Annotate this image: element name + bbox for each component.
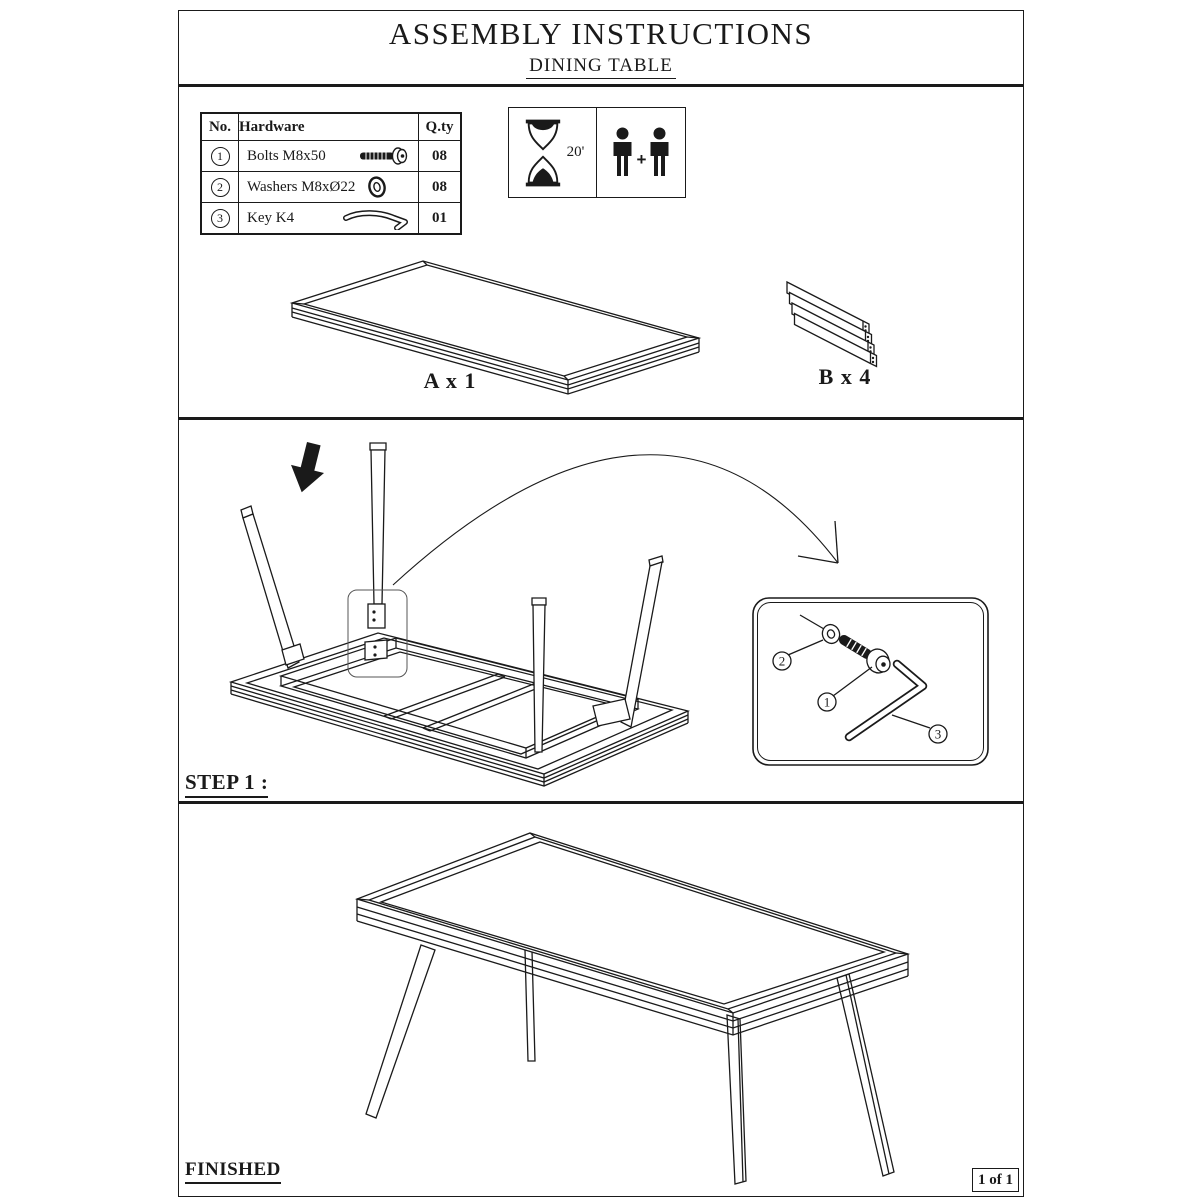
hardware-name: Key K4 — [247, 210, 295, 226]
bolt-icon — [360, 147, 408, 165]
two-person-box: + — [596, 107, 687, 198]
step1-diagram: 2 1 3 — [228, 442, 989, 787]
assembly-time-label: 20' — [566, 144, 585, 160]
info-boxes: 20' + — [508, 107, 687, 198]
callout-label-washer: 2 — [772, 639, 824, 671]
col-header-hardware: Hardware — [238, 112, 419, 141]
part-b-label: B x 4 — [818, 364, 872, 389]
washer-icon — [821, 623, 841, 645]
hardware-qty: 08 — [418, 140, 462, 172]
detail-callout-box: 2 1 3 — [752, 597, 989, 766]
svg-text:2: 2 — [779, 654, 786, 669]
guide-arc-arrow — [392, 454, 839, 586]
allen-key-icon — [844, 659, 928, 742]
time-estimate-box: 20' — [508, 107, 598, 198]
hardware-name: Washers M8xØ22 — [247, 179, 356, 195]
person-icon — [613, 127, 632, 176]
hardware-qty: 01 — [418, 202, 462, 235]
allen-key-icon — [343, 210, 408, 230]
corner-bracket — [364, 639, 388, 661]
down-arrow-icon — [291, 442, 325, 493]
hardware-table-header-row: No. Hardware Q.ty — [200, 112, 462, 141]
person-icon — [650, 127, 669, 176]
part-a-label: A x 1 — [423, 368, 477, 393]
bolt-icon — [839, 635, 891, 674]
col-header-no: No. — [200, 112, 239, 141]
plus-label: + — [636, 149, 647, 169]
finished-label: FINISHED — [185, 1159, 281, 1184]
page-subtitle-wrap: DINING TABLE — [178, 55, 1024, 79]
hardware-row-washers: 2 Washers M8xØ22 08 — [200, 171, 462, 203]
hardware-qty: 08 — [418, 171, 462, 203]
hardware-table: No. Hardware Q.ty 1 Bolts M8x50 — [200, 112, 462, 235]
circled-number-1: 1 — [210, 146, 230, 166]
leg-attached-left — [240, 505, 305, 669]
leg-floating-center — [367, 442, 387, 629]
callout-label-bolt: 1 — [817, 666, 873, 712]
circled-number-2: 2 — [210, 177, 230, 197]
tabletop-part-a-diagram — [289, 260, 702, 395]
hourglass-icon — [525, 119, 560, 186]
section-divider-3 — [178, 801, 1024, 804]
leg-attached-right — [592, 555, 664, 728]
joint-callout-rect — [347, 589, 408, 678]
finished-legs — [365, 944, 895, 1185]
page-subtitle: DINING TABLE — [526, 55, 676, 79]
col-header-qty: Q.ty — [418, 112, 462, 141]
hardware-row-bolts: 1 Bolts M8x50 08 — [200, 140, 462, 172]
section-divider-1 — [178, 84, 1024, 87]
svg-text:3: 3 — [935, 727, 942, 742]
document-border — [178, 10, 1024, 1197]
svg-text:1: 1 — [824, 695, 831, 710]
hardware-row-key: 3 Key K4 01 — [200, 202, 462, 235]
callout-label-key: 3 — [891, 714, 948, 744]
finished-table-diagram — [354, 832, 911, 1185]
hardware-name: Bolts M8x50 — [247, 148, 326, 164]
flipped-tabletop — [228, 632, 691, 787]
page-title: ASSEMBLY INSTRUCTIONS — [388, 16, 814, 51]
legs-part-b-diagram — [786, 280, 878, 368]
washer-icon — [368, 176, 386, 198]
parts-diagram — [289, 260, 878, 395]
step-label: STEP 1 : — [185, 770, 269, 798]
circled-number-3: 3 — [210, 208, 230, 228]
section-divider-2 — [178, 417, 1024, 420]
leg-attached-middle — [531, 597, 547, 753]
finished-tabletop — [354, 832, 911, 1036]
page-number: 1 of 1 — [972, 1168, 1019, 1192]
